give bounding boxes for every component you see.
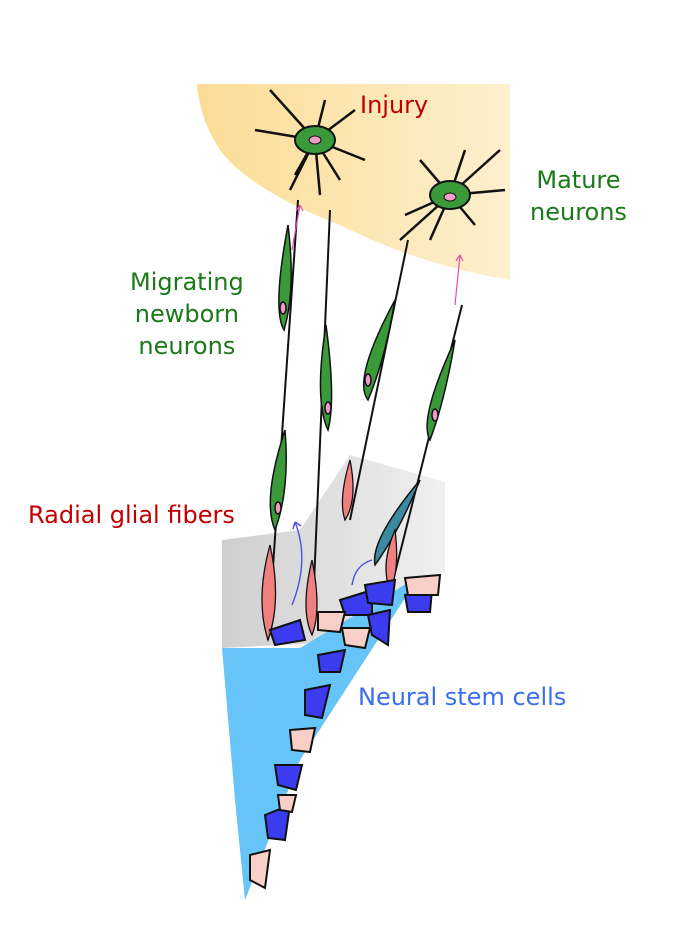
label-line: Migrating (130, 268, 244, 296)
label-migrating-neurons: Migrating newborn neurons (130, 266, 244, 362)
label-line: newborn (134, 300, 239, 328)
label-radial-glial-fibers: Radial glial fibers (28, 501, 235, 529)
migration-arrows (291, 204, 464, 306)
label-line: neurons (530, 198, 627, 226)
label-injury: Injury (360, 91, 429, 119)
mature-neuron (254, 89, 506, 241)
label-line: neurons (138, 332, 236, 360)
radial-glia (261, 459, 398, 643)
neural-stem-cells (249, 573, 442, 890)
stem-arrows (291, 521, 373, 606)
label-mature-neurons: Mature neurons (530, 164, 627, 228)
label-neural-stem-cells: Neural stem cells (358, 683, 567, 711)
migrating-neurons (269, 224, 456, 567)
label-line: Mature (536, 166, 621, 194)
